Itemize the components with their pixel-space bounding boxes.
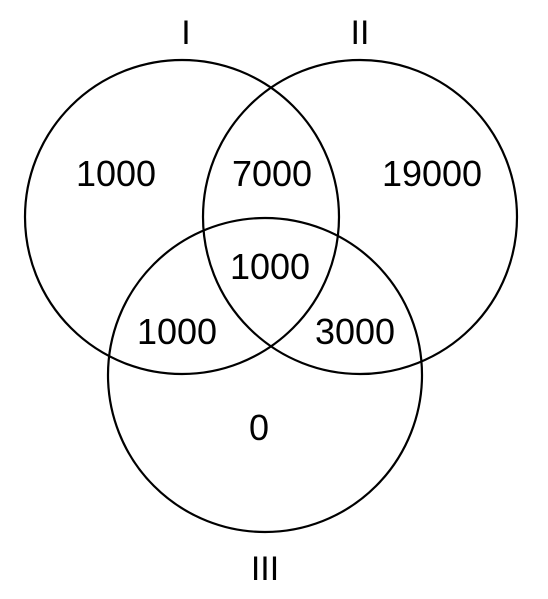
set-III-circle [106,216,424,534]
set-III-label: III [251,550,279,588]
set-II-circle [201,58,519,376]
region-II-III-value: 3000 [315,311,395,352]
region-I-only-value: 1000 [76,153,156,194]
set-I-circle [23,58,341,376]
set-II-label: II [351,14,370,52]
region-II-only-value: 19000 [382,153,482,194]
region-III-only-value: 0 [249,407,269,448]
region-I-II-III-value: 1000 [230,246,310,287]
region-I-III-value: 1000 [137,311,217,352]
region-I-II-value: 7000 [232,153,312,194]
set-I-label: I [181,14,190,52]
